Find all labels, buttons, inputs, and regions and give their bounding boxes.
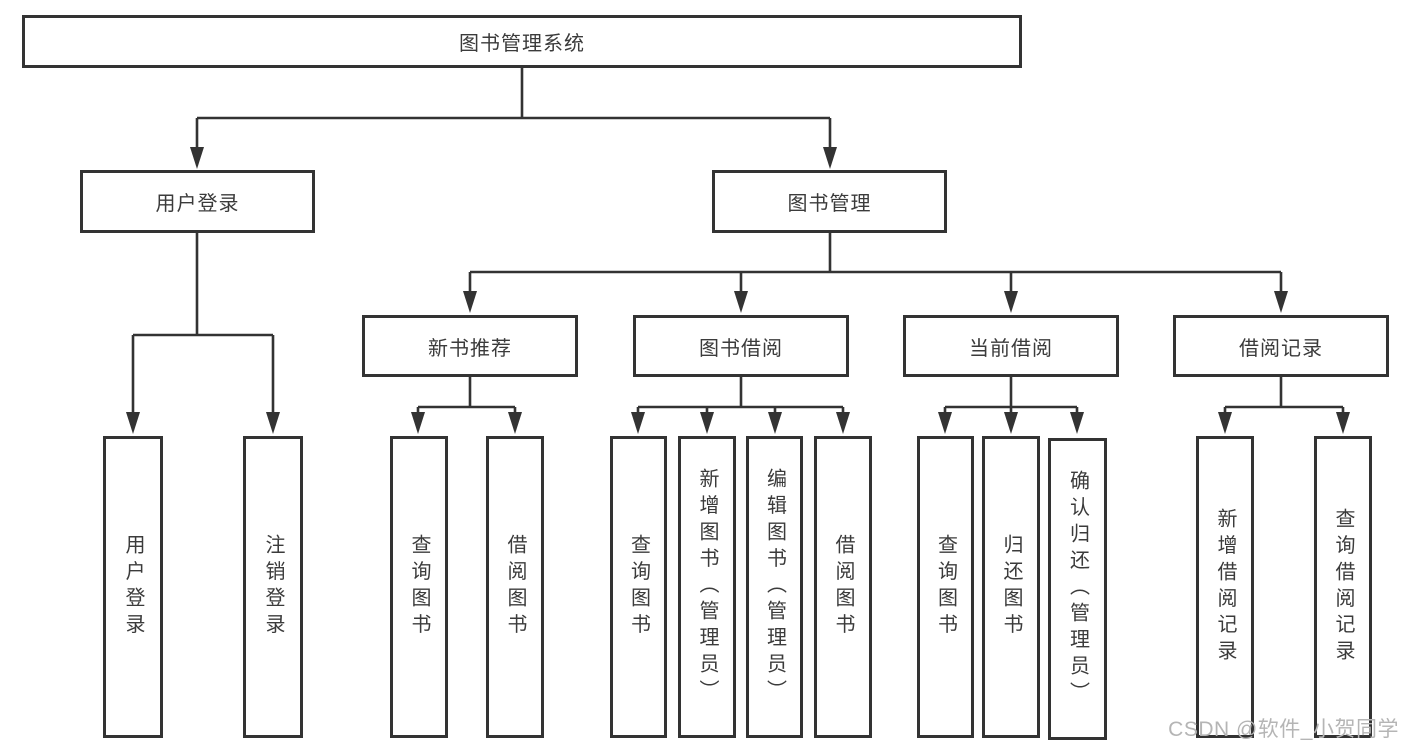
node-current-borrow: 当前借阅 bbox=[903, 315, 1119, 377]
node-root-system: 图书管理系统 bbox=[22, 15, 1022, 68]
leaf-user-login: 用户登录 bbox=[103, 436, 163, 738]
node-book-management: 图书管理 bbox=[712, 170, 947, 233]
leaf-query-books-borrow: 查询图书 bbox=[610, 436, 667, 738]
node-user-login: 用户登录 bbox=[80, 170, 315, 233]
csdn-watermark: CSDN @软件_小贺同学 bbox=[1168, 718, 1399, 741]
leaf-edit-books-admin: 编辑图书（管理员） bbox=[746, 436, 803, 738]
node-new-book-recommend: 新书推荐 bbox=[362, 315, 578, 377]
leaf-query-books-recommend: 查询图书 bbox=[390, 436, 448, 738]
leaf-query-borrow-record: 查询借阅记录 bbox=[1314, 436, 1372, 738]
leaf-borrow-books: 借阅图书 bbox=[814, 436, 872, 738]
node-borrow-records: 借阅记录 bbox=[1173, 315, 1389, 377]
leaf-add-books-admin: 新增图书（管理员） bbox=[678, 436, 736, 738]
leaf-query-books-current: 查询图书 bbox=[917, 436, 974, 738]
leaf-return-books: 归还图书 bbox=[982, 436, 1040, 738]
arrowheads bbox=[126, 147, 1350, 434]
leaf-logout: 注销登录 bbox=[243, 436, 303, 738]
node-book-borrow: 图书借阅 bbox=[633, 315, 849, 377]
leaf-add-borrow-record: 新增借阅记录 bbox=[1196, 436, 1254, 738]
leaf-confirm-return-admin: 确认归还（管理员） bbox=[1048, 438, 1107, 740]
leaf-borrow-books-recommend: 借阅图书 bbox=[486, 436, 544, 738]
